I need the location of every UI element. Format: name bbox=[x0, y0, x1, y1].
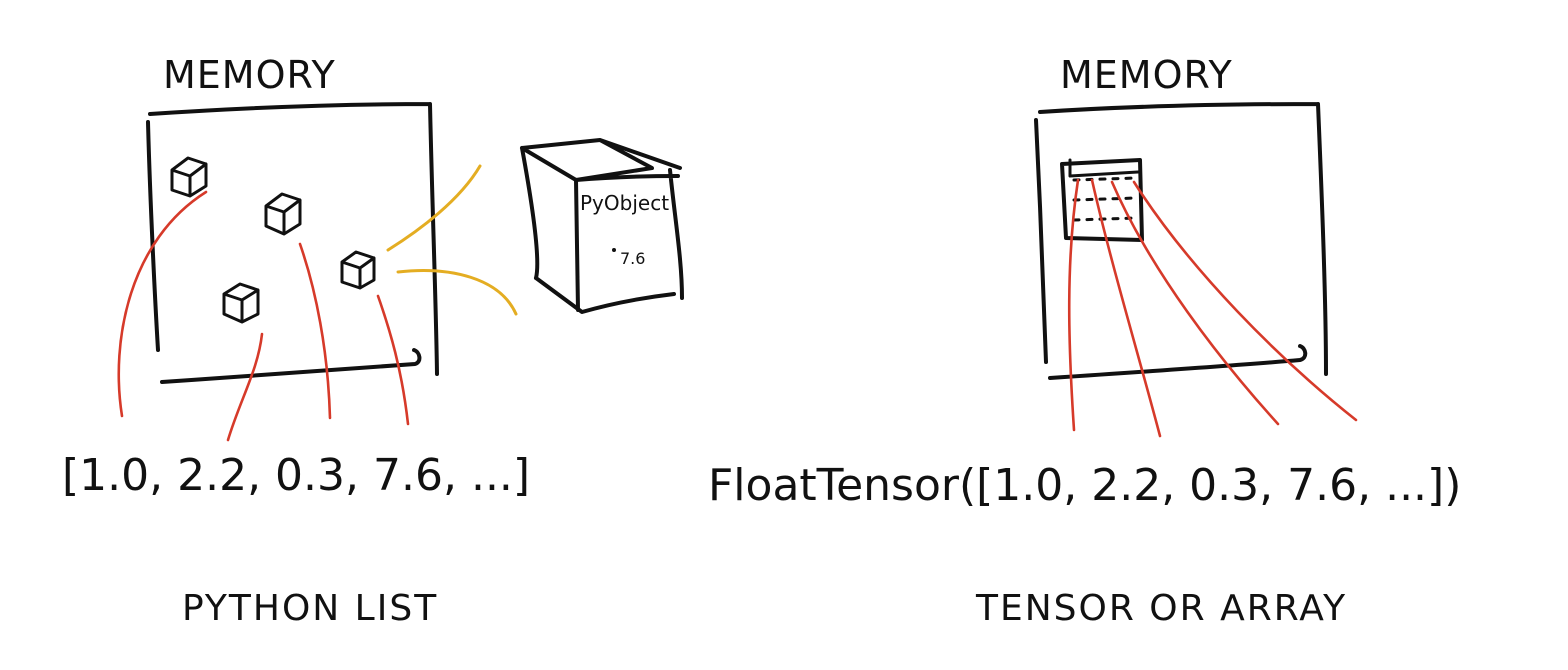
tensor-pointer-3 bbox=[1110, 180, 1280, 426]
tensor-panel: MEMORY FloatTensor([1.0, 2.2, 0.3, 7.6, … bbox=[708, 53, 1461, 629]
tensor-list-text: FloatTensor([1.0, 2.2, 0.3, 7.6, ...]) bbox=[708, 460, 1461, 511]
python-list-panel: MEMORY PyObject 7.6 [1.0, bbox=[62, 53, 684, 629]
pyobject-connector-bottom bbox=[396, 269, 518, 316]
pointer-arrow-4 bbox=[376, 294, 410, 426]
pointer-arrow-3 bbox=[298, 242, 332, 420]
tensor-caption: TENSOR OR ARRAY bbox=[975, 588, 1347, 629]
pointer-arrow-1 bbox=[117, 190, 208, 418]
tensor-pointer-2 bbox=[1090, 178, 1162, 438]
pyobject-value: 7.6 bbox=[620, 249, 645, 268]
pyobject-cube: PyObject 7.6 bbox=[520, 138, 684, 314]
memory-object-2 bbox=[264, 192, 302, 236]
pyobject-connector-top bbox=[386, 164, 482, 252]
python-list-caption: PYTHON LIST bbox=[182, 588, 438, 629]
memory-object-1 bbox=[170, 156, 208, 198]
right-memory-frame bbox=[1034, 102, 1328, 380]
tensor-pointer-1 bbox=[1067, 178, 1080, 432]
pyobject-label: PyObject bbox=[580, 191, 669, 215]
right-memory-label: MEMORY bbox=[1060, 53, 1233, 97]
left-memory-label: MEMORY bbox=[163, 53, 336, 97]
tensor-pointer-4 bbox=[1132, 180, 1358, 422]
memory-object-4 bbox=[222, 282, 260, 324]
pointer-arrow-2 bbox=[226, 332, 264, 442]
python-list-text: [1.0, 2.2, 0.3, 7.6, ...] bbox=[62, 450, 530, 501]
left-memory-frame bbox=[146, 102, 439, 384]
memory-object-3 bbox=[340, 250, 376, 290]
